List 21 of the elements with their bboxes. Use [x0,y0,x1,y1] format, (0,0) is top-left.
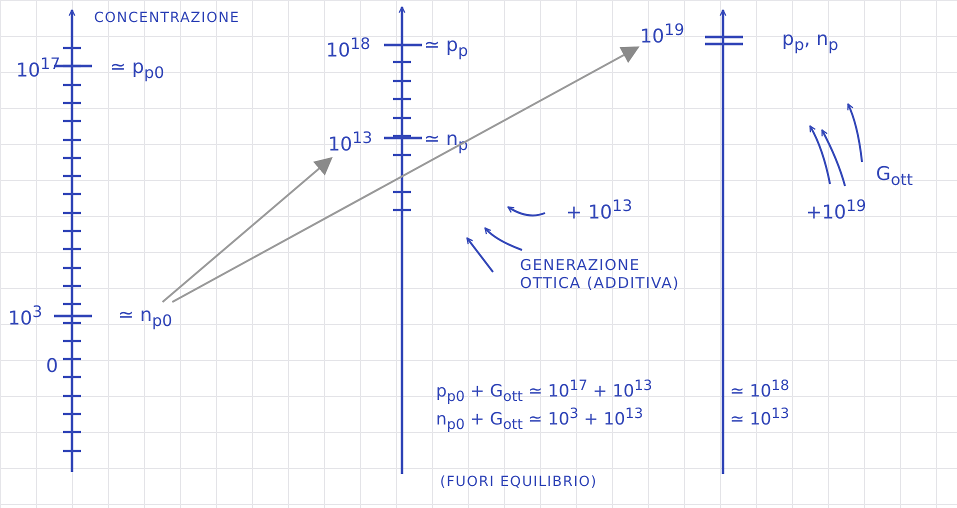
quantity-label: G$_{ott}$ [876,163,913,189]
tick-label: 10$^{3}$ [8,302,42,330]
tick-label: 10$^{18}$ [326,34,370,62]
arrow [162,156,333,303]
axis-title: CONCENTRAZIONE [94,10,240,27]
annotation-text: GENERAZIONE OTTICA (ADDITIVA) [520,256,680,292]
note-text: (FUORI EQUILIBRIO) [440,474,598,491]
tick-label: 10$^{19}$ [640,20,684,48]
increment-label: + 10$^{13}$ [566,196,632,224]
equation-text: n$_{p0}$ + G$_{ott}$ ≃ 10$^{3}$ + 10$^{13}$ [436,406,644,434]
equation-text: ≃ 10$^{13}$ [730,406,790,430]
quantity-label: ≃ p$_{p0}$ [110,56,164,82]
equation-text: p$_{p0}$ + G$_{ott}$ ≃ 10$^{17}$ + 10$^{13}$ [436,378,652,406]
tick-label: 0 [46,355,58,378]
quantity-label: p$_{p}$, n$_{p}$ [782,28,838,54]
equation-text: ≃ 10$^{18}$ [730,378,790,402]
quantity-label: ≃ p$_{p}$ [424,34,468,60]
tick-label: 10$^{13}$ [328,128,372,156]
increment-label: +10$^{19}$ [806,196,866,224]
arrow [172,46,640,303]
quantity-label: ≃ n$_{p0}$ [118,304,172,330]
